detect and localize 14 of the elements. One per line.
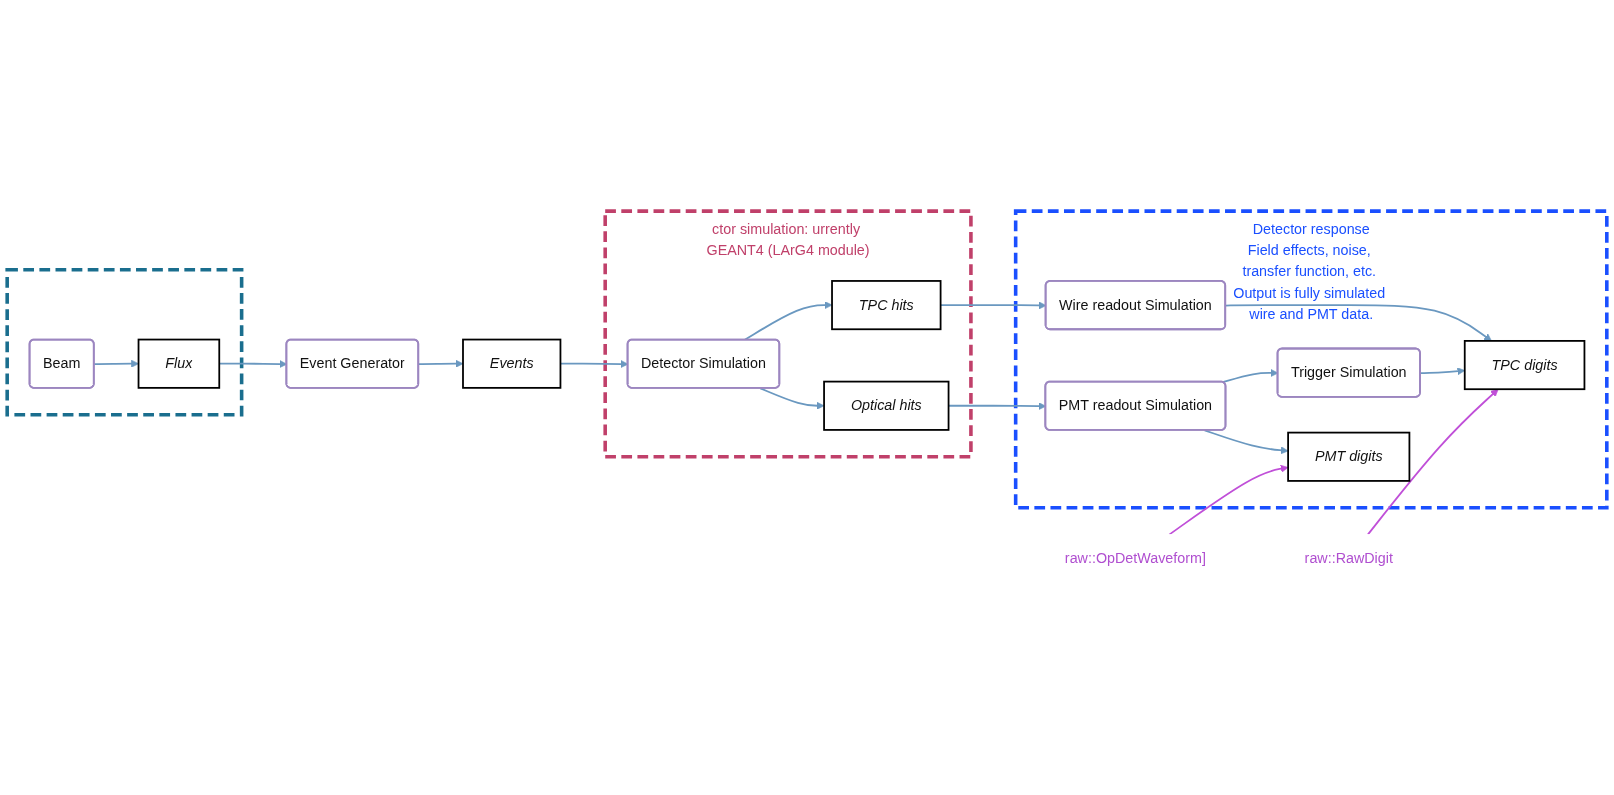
arrow	[93, 360, 139, 369]
node-text: raw::OpDetWaveform]	[1064, 551, 1206, 567]
node-text: raw::RawDigit	[1304, 551, 1393, 567]
node-box: PMT digits	[1287, 432, 1411, 483]
arrow	[1168, 465, 1289, 536]
arrow	[743, 301, 833, 342]
cluster	[5, 268, 244, 417]
node-box: Flux	[137, 339, 221, 390]
arrow	[1366, 389, 1499, 536]
arrow	[759, 387, 825, 411]
node-box: Events	[462, 339, 562, 390]
node-box: TPC hits	[831, 280, 942, 331]
node-box: Optical hits	[823, 381, 950, 432]
node-box: TPC digits	[1463, 340, 1586, 391]
